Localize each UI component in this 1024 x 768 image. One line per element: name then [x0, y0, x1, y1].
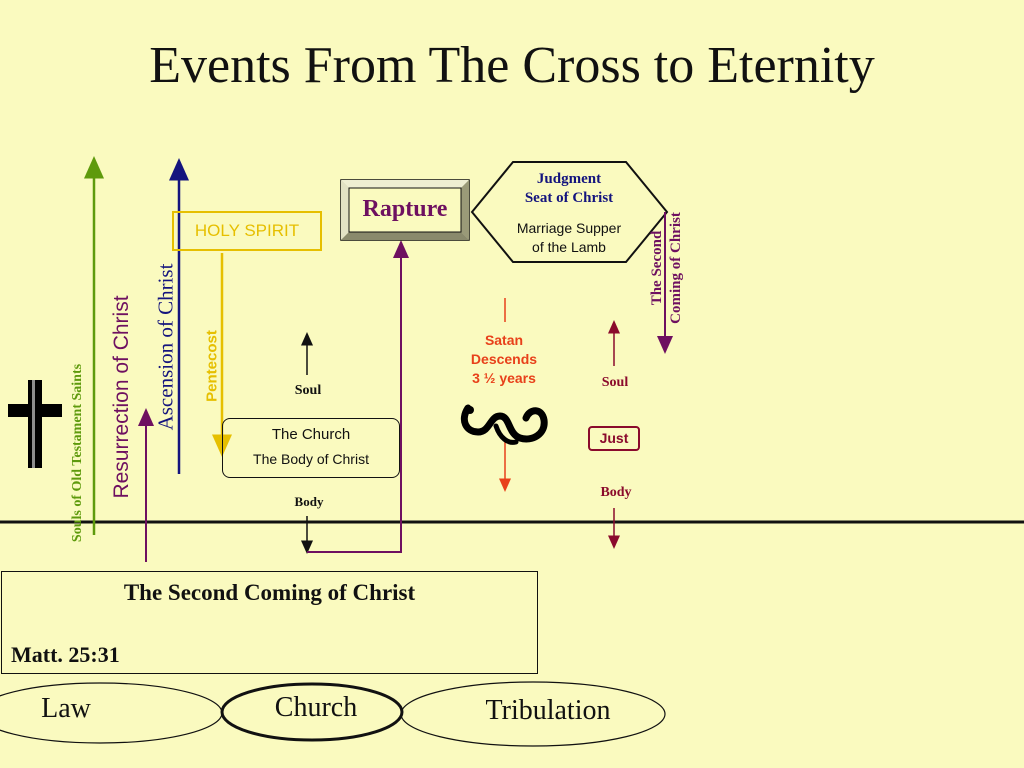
law-label: Law: [41, 693, 91, 724]
info-box-reference: Matt. 25:31: [11, 642, 120, 667]
judgment-hexagon: [470, 161, 669, 263]
satan-descends-label: Satan Descends 3 ½ years: [452, 331, 556, 388]
ages-ellipses: [0, 681, 666, 747]
judgment-line-1: Judgment: [536, 171, 602, 187]
holy-spirit-box: HOLY SPIRIT: [172, 211, 322, 251]
marriage-supper-label: Marriage Supper of the Lamb: [495, 219, 643, 257]
marriage-line-2: of the Lamb: [532, 239, 606, 255]
serpent-symbol-icon: [460, 404, 548, 445]
soul-label-right: Soul: [601, 375, 629, 390]
body-label-left: Body: [294, 494, 324, 509]
just-badge: Just: [588, 426, 640, 451]
body-of-christ-label: The Body of Christ: [253, 451, 369, 467]
rapture-label: Rapture: [362, 196, 448, 222]
page-title: Events From The Cross to Eternity: [149, 37, 875, 94]
judgment-seat-label: Judgment Seat of Christ: [500, 170, 638, 208]
satan-line-2: Descends: [470, 351, 538, 367]
just-label: Just: [599, 430, 629, 446]
judgment-line-2: Seat of Christ: [524, 190, 614, 206]
holy-spirit-label: HOLY SPIRIT: [194, 221, 300, 240]
cross-icon: [8, 380, 62, 468]
resurrection-label: Resurrection of Christ: [110, 295, 133, 499]
tribulation-label: Tribulation: [485, 695, 611, 726]
second-coming-vertical-label: The Second Coming of Christ: [648, 212, 686, 324]
ascension-label: Ascension of Christ: [153, 263, 178, 431]
rapture-box-inner: [348, 187, 462, 233]
church-label: The Church: [271, 426, 351, 443]
souls-ot-saints-label: Souls of Old Testament Saints: [70, 363, 85, 543]
second-coming-line-2: Coming of Christ: [668, 212, 684, 324]
satan-line-3: 3 ½ years: [472, 370, 536, 386]
marriage-line-1: Marriage Supper: [516, 220, 622, 236]
body-label-right: Body: [600, 485, 632, 500]
rapture-path: [307, 240, 409, 553]
church-ellipse: [220, 682, 404, 742]
pentecost-label: Pentecost: [203, 330, 221, 402]
satan-line-1: Satan: [484, 332, 524, 348]
second-coming-info-box: The Second Coming of Christ Matt. 25:31: [1, 571, 538, 674]
church-box: The Church The Body of Christ: [222, 418, 400, 478]
soul-label-left: Soul: [294, 383, 322, 398]
second-coming-line-1: The Second: [649, 230, 665, 306]
church-age-label: Church: [274, 692, 358, 723]
info-box-heading: The Second Coming of Christ: [123, 580, 416, 605]
